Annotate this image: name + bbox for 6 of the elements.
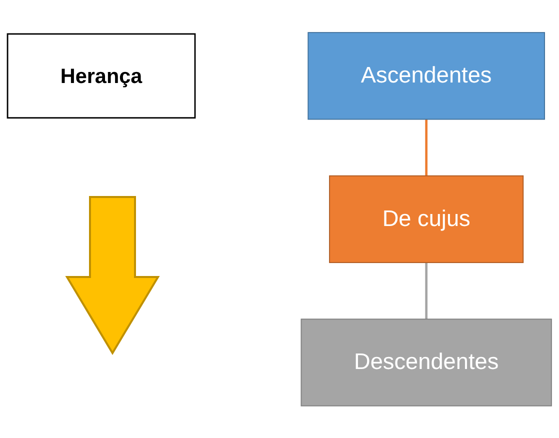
- connector: [425, 262, 428, 319]
- node-box: De cujus: [329, 175, 524, 263]
- node-box: Ascendentes: [308, 32, 545, 120]
- node-box: Herança: [6, 33, 196, 118]
- node-box: Descendentes: [300, 318, 552, 406]
- connector: [425, 119, 428, 176]
